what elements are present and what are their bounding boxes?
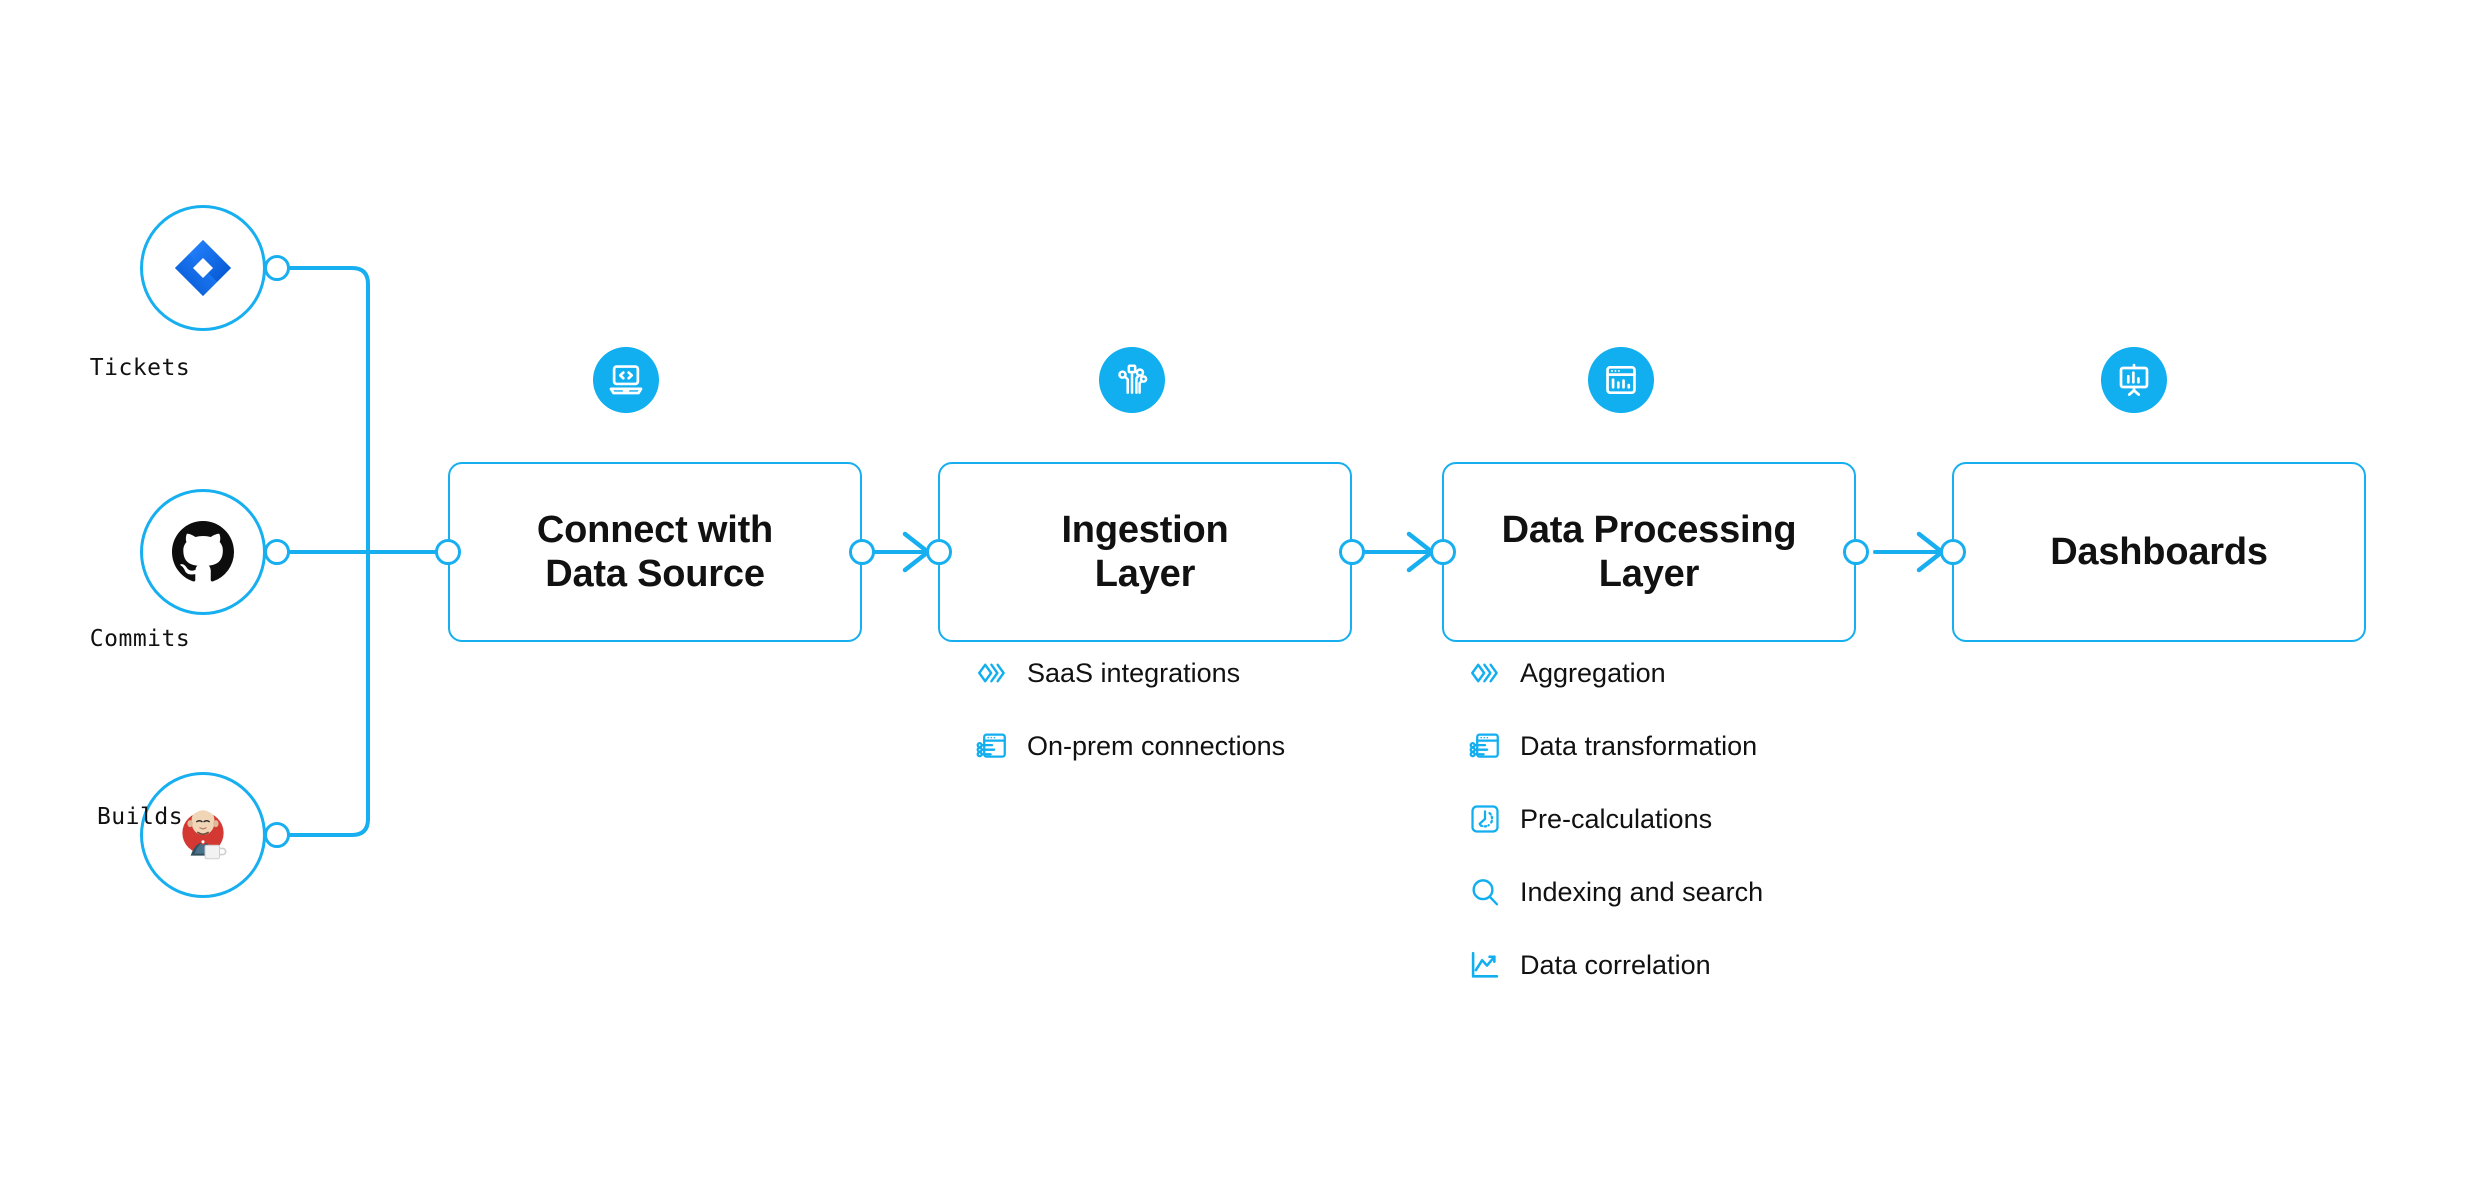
port-tickets-out bbox=[264, 255, 290, 281]
stage-title-ingestion: Ingestion Layer bbox=[1061, 508, 1229, 595]
magnifier-icon bbox=[1468, 875, 1502, 909]
feature-item: Data transformation bbox=[1468, 723, 1763, 769]
stage-box-connect[interactable]: Connect with Data Source bbox=[448, 462, 862, 642]
port-processing-in bbox=[1430, 539, 1456, 565]
badge-connect bbox=[593, 347, 659, 413]
source-label-builds: Builds bbox=[96, 804, 184, 830]
stage-box-ingestion[interactable]: Ingestion Layer bbox=[938, 462, 1352, 642]
feature-label: Indexing and search bbox=[1520, 876, 1764, 907]
feature-item: Pre-calculations bbox=[1468, 796, 1763, 842]
port-ingestion-out bbox=[1339, 539, 1365, 565]
badge-ingestion bbox=[1099, 347, 1165, 413]
jenkins-icon bbox=[182, 810, 227, 860]
github-icon bbox=[172, 521, 234, 582]
laptop-code-icon bbox=[609, 365, 643, 395]
port-ingestion-in bbox=[926, 539, 952, 565]
feature-label: On-prem connections bbox=[1027, 730, 1286, 761]
port-commits-out bbox=[264, 539, 290, 565]
source-node-commits[interactable] bbox=[140, 489, 266, 615]
stage-title-connect: Connect with Data Source bbox=[536, 508, 774, 595]
layers-chevron-icon bbox=[1468, 656, 1502, 690]
badge-dashboards bbox=[2101, 347, 2167, 413]
stage-box-dashboards[interactable]: Dashboards bbox=[1952, 462, 2366, 642]
source-node-tickets[interactable] bbox=[140, 205, 266, 331]
feature-list-ingestion: SaaS integrations On-prem connections bbox=[975, 650, 1285, 796]
feature-label: Data transformation bbox=[1520, 730, 1758, 761]
badge-processing bbox=[1588, 347, 1654, 413]
presentation-chart-icon bbox=[2119, 363, 2149, 396]
feature-item: SaaS integrations bbox=[975, 650, 1285, 696]
source-label-tickets: Tickets bbox=[89, 355, 191, 381]
feature-label: SaaS integrations bbox=[1027, 657, 1241, 688]
wire-builds bbox=[288, 558, 370, 837]
wire-tickets bbox=[288, 266, 370, 550]
port-connect-out bbox=[849, 539, 875, 565]
source-node-builds[interactable] bbox=[140, 772, 266, 898]
feature-list-processing: Aggregation Data transformation bbox=[1468, 650, 1763, 1015]
stage-box-processing[interactable]: Data Processing Layer bbox=[1442, 462, 1856, 642]
stage-title-processing: Data Processing Layer bbox=[1501, 508, 1797, 595]
jira-icon bbox=[175, 240, 231, 296]
stage-title-dashboards: Dashboards bbox=[2050, 530, 2268, 573]
window-barchart-icon bbox=[1606, 365, 1636, 395]
source-label-commits: Commits bbox=[89, 626, 191, 652]
feature-item: Indexing and search bbox=[1468, 869, 1763, 915]
feature-item: On-prem connections bbox=[975, 723, 1285, 769]
gauge-square-icon bbox=[1468, 802, 1502, 836]
feature-item: Data correlation bbox=[1468, 942, 1763, 988]
feature-item: Aggregation bbox=[1468, 650, 1763, 696]
layers-chevron-icon bbox=[975, 656, 1009, 690]
port-processing-out bbox=[1843, 539, 1869, 565]
line-chart-icon bbox=[1468, 948, 1502, 982]
feature-label: Data correlation bbox=[1520, 949, 1711, 980]
port-dashboards-in bbox=[1940, 539, 1966, 565]
feature-label: Aggregation bbox=[1520, 657, 1666, 688]
port-builds-out bbox=[264, 822, 290, 848]
circuit-nodes-icon bbox=[1118, 364, 1148, 394]
window-connections-icon bbox=[1468, 729, 1502, 763]
feature-label: Pre-calculations bbox=[1520, 803, 1713, 834]
window-connections-icon bbox=[975, 729, 1009, 763]
port-connect-in bbox=[435, 539, 461, 565]
